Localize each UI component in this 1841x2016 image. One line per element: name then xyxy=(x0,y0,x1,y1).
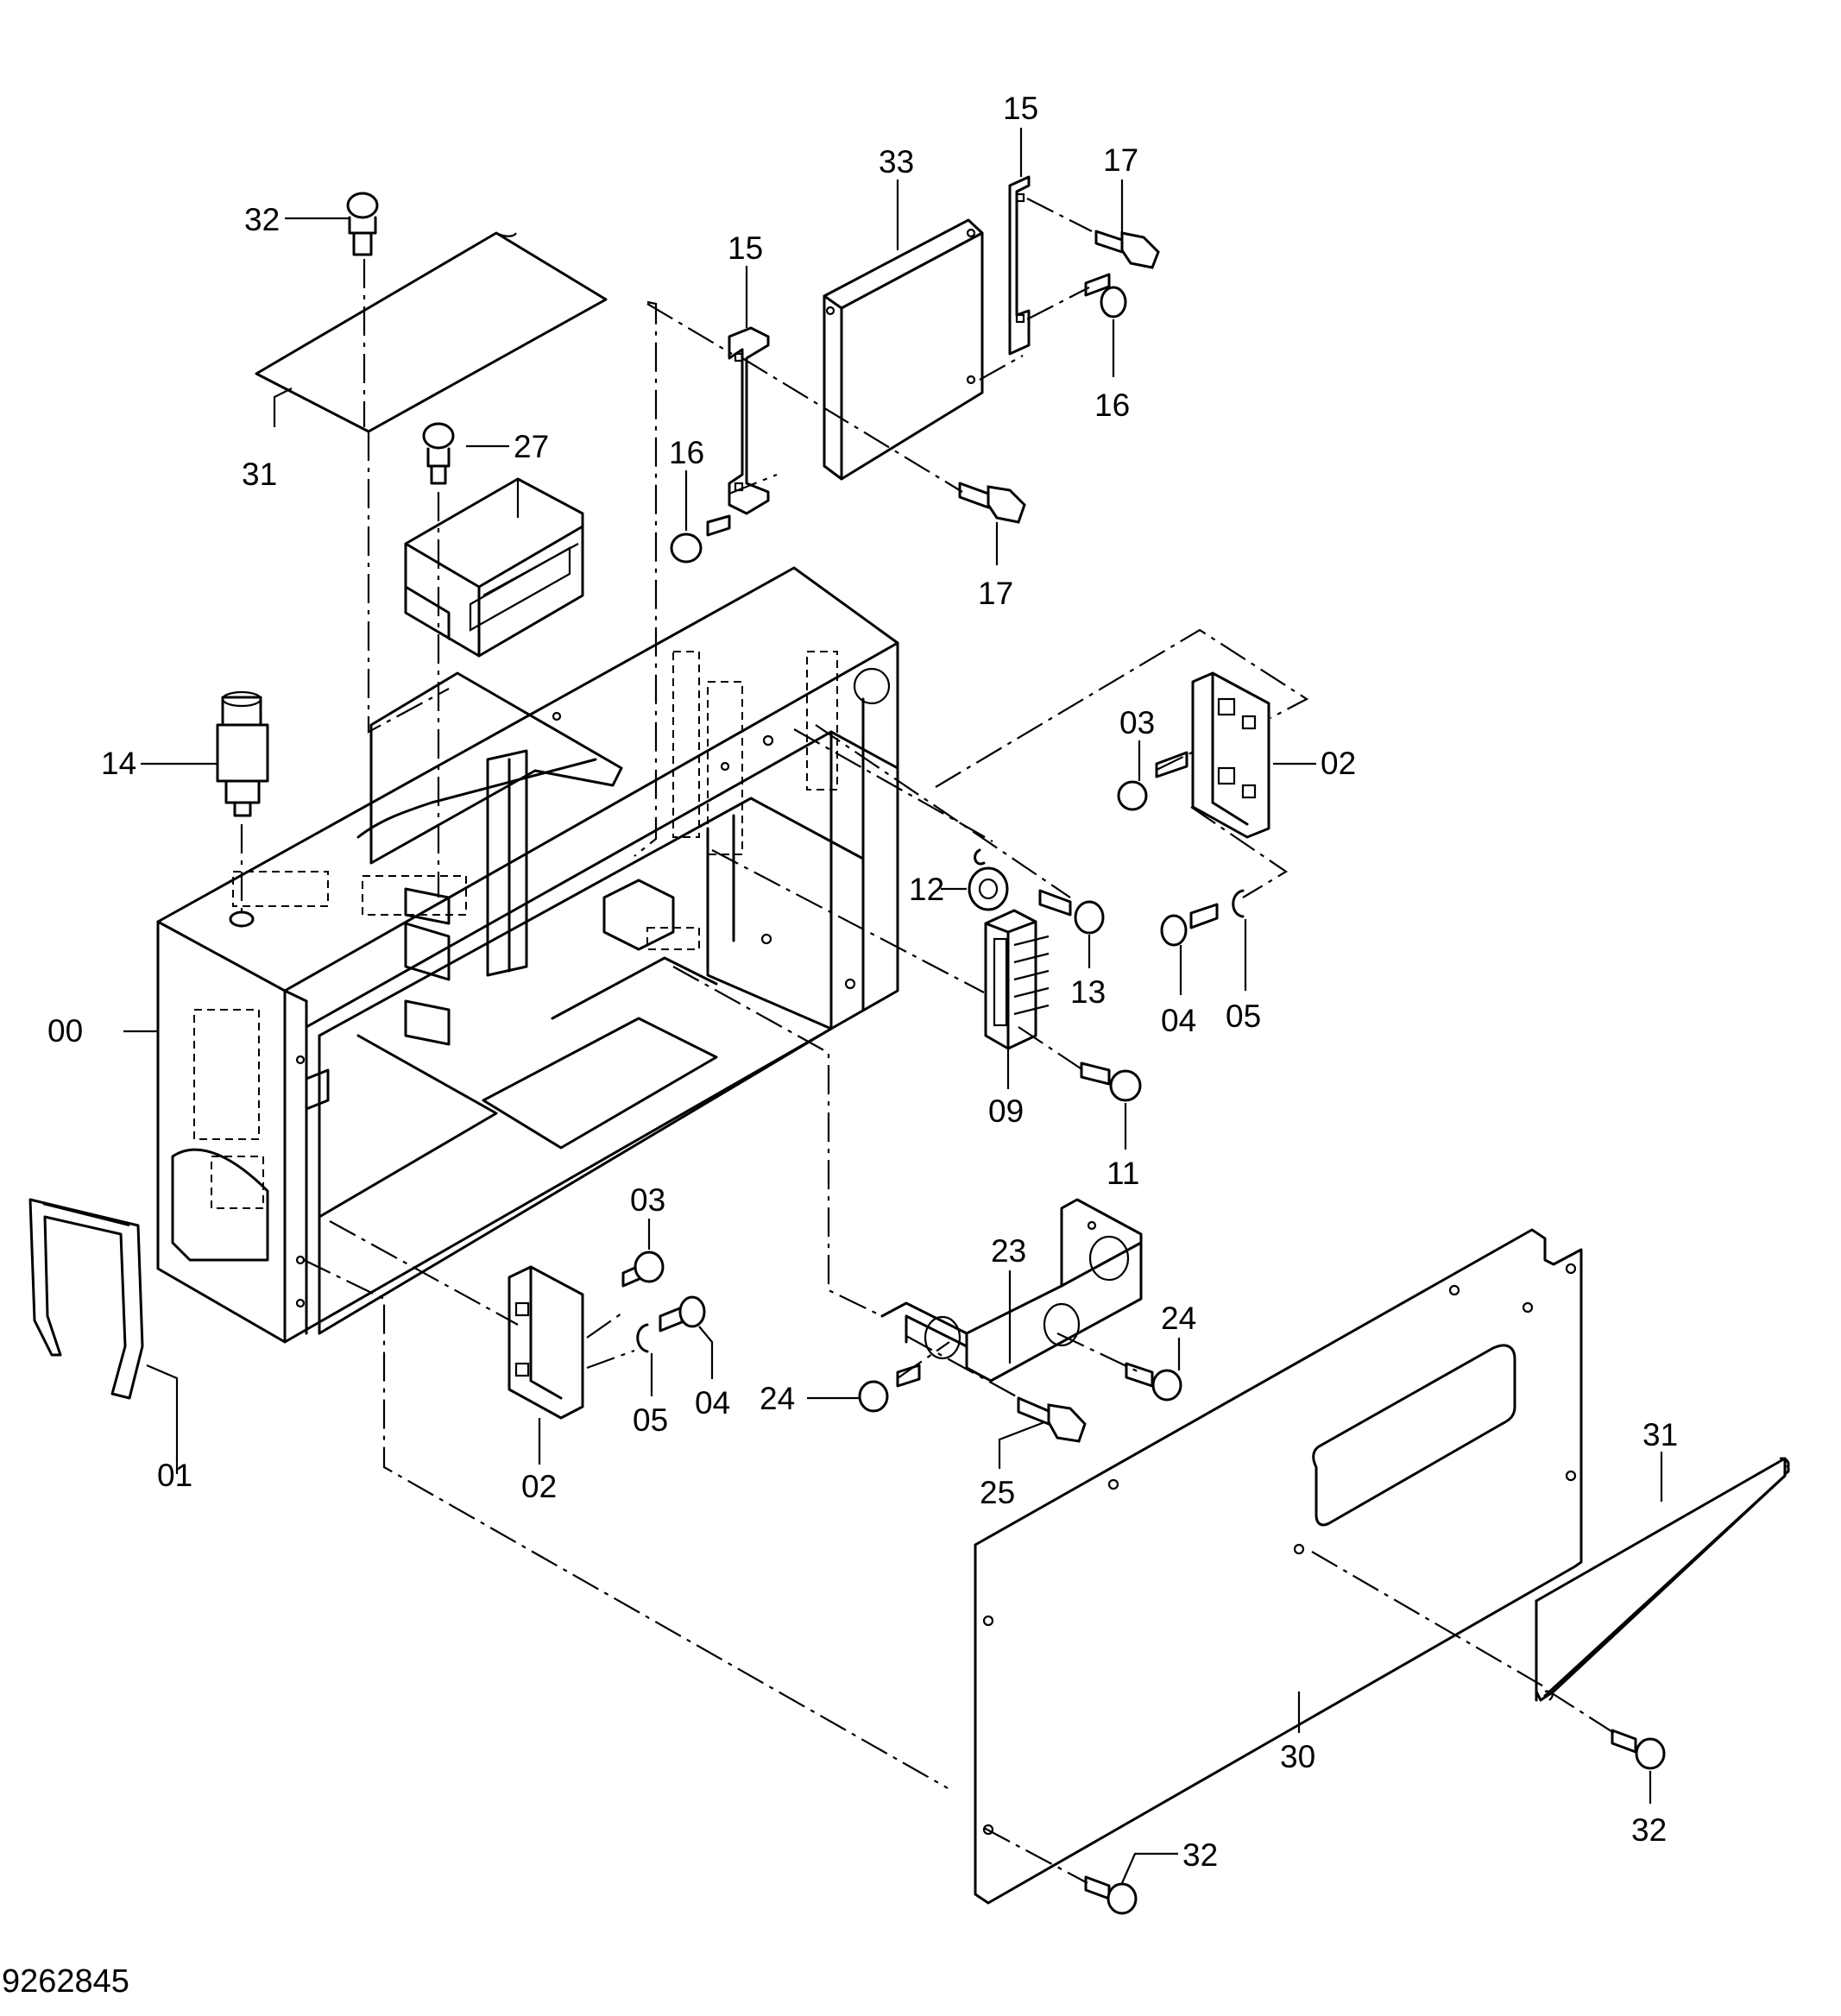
screw-04-lower xyxy=(659,1295,706,1332)
label-27: 27 xyxy=(514,429,549,464)
label-17-lower: 17 xyxy=(978,576,1013,611)
label-24-right: 24 xyxy=(1161,1301,1196,1336)
fuse-block-02-upper xyxy=(1191,671,1270,839)
connector-09 xyxy=(984,909,1050,1050)
assembly-line-02-upper xyxy=(935,628,1309,788)
relay-block-27 xyxy=(404,422,584,898)
assembly-line-23 xyxy=(672,966,883,1317)
screw-16-lower xyxy=(670,514,731,564)
screw-24-right xyxy=(1125,1362,1182,1402)
label-16-left: 16 xyxy=(669,435,704,470)
assembly-line-32-lower xyxy=(983,1827,1088,1884)
screw-13 xyxy=(1038,889,1105,935)
label-24-left: 24 xyxy=(760,1381,795,1416)
screw-32-lower-right xyxy=(1611,1729,1666,1770)
screw-03-lower xyxy=(621,1251,665,1288)
bolt-25 xyxy=(1017,1396,1087,1443)
label-32-lower-right: 32 xyxy=(1631,1812,1667,1848)
label-13: 13 xyxy=(1070,974,1106,1010)
washer-05-lower xyxy=(636,1323,649,1353)
assembly-line-16-right xyxy=(1026,287,1090,320)
label-09: 09 xyxy=(988,1093,1024,1129)
screw-24-left xyxy=(858,1364,921,1413)
cover-plate-31-lower xyxy=(1535,1457,1790,1702)
label-32-upper: 32 xyxy=(244,202,280,237)
label-33: 33 xyxy=(879,144,914,180)
label-12: 12 xyxy=(909,872,944,907)
assembly-line-33-17 xyxy=(741,357,963,493)
label-04-lower: 04 xyxy=(695,1385,730,1421)
side-panel-30 xyxy=(974,1228,1583,1905)
assembly-line-24-left xyxy=(897,1341,950,1379)
label-17-upper: 17 xyxy=(1103,142,1138,178)
label-01: 01 xyxy=(157,1458,192,1493)
assembly-line-30-31 xyxy=(1311,1551,1546,1688)
assembly-line-05-lower xyxy=(586,1349,635,1370)
label-15-right: 15 xyxy=(1003,91,1038,126)
screw-32-upper xyxy=(346,192,379,256)
assembly-line-15 xyxy=(646,303,733,355)
label-30: 30 xyxy=(1280,1739,1315,1774)
label-03-upper: 03 xyxy=(1119,705,1155,740)
assembly-line-03-upper xyxy=(1156,750,1196,771)
assembly-line-11 xyxy=(1018,1026,1084,1071)
label-15-left: 15 xyxy=(728,230,763,266)
assembly-line-02-lower xyxy=(1190,806,1289,898)
washer-05-upper xyxy=(1232,889,1245,918)
label-14: 14 xyxy=(101,746,136,781)
assembly-line-09 xyxy=(711,849,985,993)
bolt-17-lower xyxy=(958,482,1026,524)
screw-32-lower-center xyxy=(1084,1875,1138,1915)
label-00: 00 xyxy=(47,1013,83,1049)
screw-03-upper xyxy=(1117,751,1188,811)
assembly-line-25 xyxy=(905,1335,1028,1403)
label-05-lower: 05 xyxy=(633,1402,668,1438)
assembly-line-frame-top xyxy=(634,300,658,857)
assembly-line-32-right xyxy=(1548,1691,1615,1734)
label-31-lower: 31 xyxy=(1642,1417,1678,1452)
bolt-17-upper xyxy=(1094,230,1160,269)
assembly-line-13 xyxy=(815,724,1071,898)
label-11: 11 xyxy=(1106,1156,1139,1191)
label-05-upper: 05 xyxy=(1226,999,1261,1034)
assembly-line-16-left xyxy=(728,473,778,495)
label-04-upper: 04 xyxy=(1161,1003,1196,1038)
assembly-line-33-right xyxy=(979,355,1024,381)
label-23: 23 xyxy=(991,1233,1026,1269)
label-25: 25 xyxy=(980,1475,1015,1510)
grommet-12 xyxy=(968,848,1009,911)
frame-box-00 xyxy=(156,566,899,1344)
socket-14 xyxy=(216,690,269,928)
part-labels: 00 01 02 02 03 03 04 04 05 05 09 11 12 1… xyxy=(47,91,1678,1873)
bracket-15-left xyxy=(728,326,770,515)
fuse-block-02-lower xyxy=(508,1265,584,1420)
assembly-line-17-right xyxy=(1026,198,1093,232)
label-02-lower: 02 xyxy=(521,1469,557,1504)
label-02-upper: 02 xyxy=(1321,746,1356,781)
assembly-line-12 xyxy=(793,728,993,842)
label-03-lower: 03 xyxy=(630,1182,665,1218)
cover-plate-31-upper xyxy=(255,231,608,734)
assembly-line-03-lower xyxy=(586,1313,622,1339)
assembly-line-02-lower-left xyxy=(329,1220,519,1326)
screw-04-upper xyxy=(1160,903,1219,947)
label-32-lower-center: 32 xyxy=(1182,1837,1218,1873)
control-unit-33 xyxy=(823,218,984,481)
handle-01 xyxy=(28,1198,144,1400)
screw-16-upper xyxy=(1084,273,1127,318)
assembly-line-frame-bottom xyxy=(303,1259,949,1789)
label-31-upper: 31 xyxy=(242,457,277,492)
leader-lines xyxy=(123,128,1663,1884)
bracket-15-right xyxy=(1008,175,1031,356)
label-16-right: 16 xyxy=(1094,387,1130,423)
bracket-23 xyxy=(880,1198,1143,1383)
drawing-number: 9262845 xyxy=(2,1963,129,2000)
screw-11 xyxy=(1080,1062,1142,1102)
